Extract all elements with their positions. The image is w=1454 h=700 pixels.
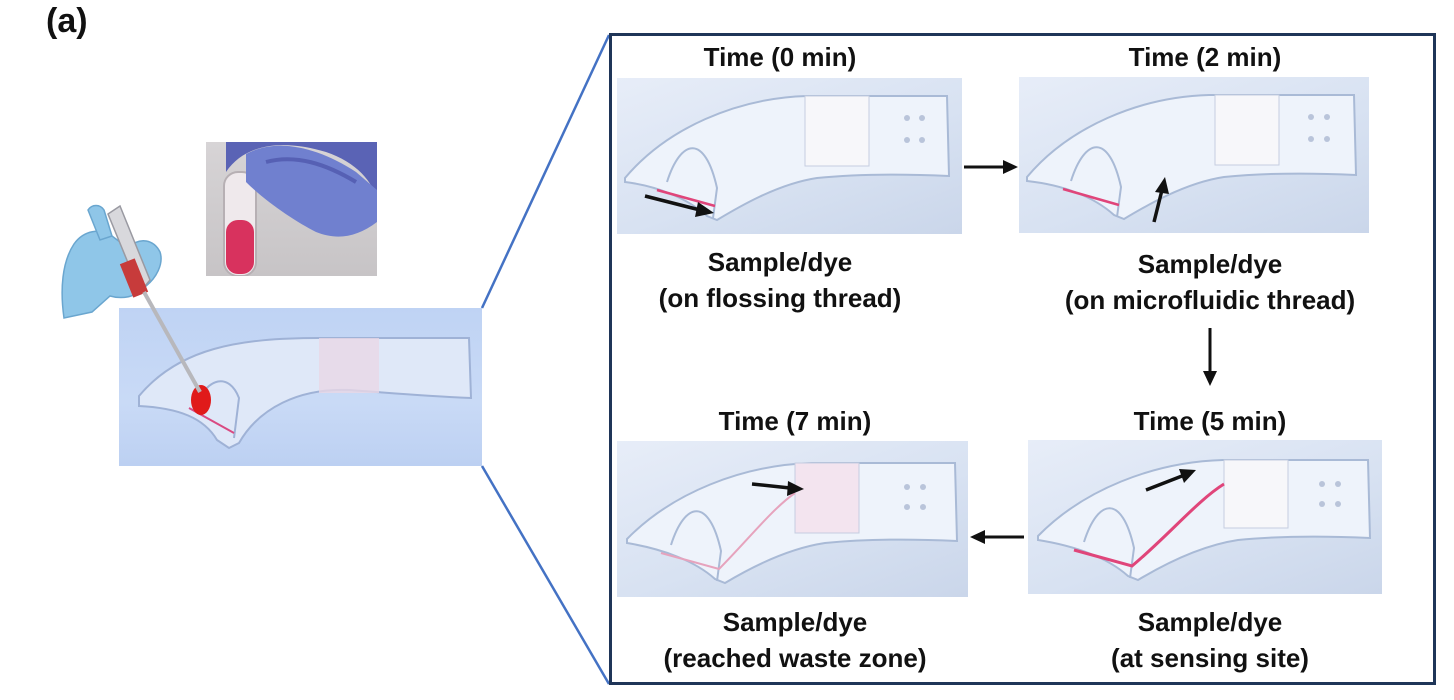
step-4-time-label: Time (7 min) [718,406,872,436]
step-3-caption-line1: Sample/dye [1137,607,1283,637]
step-4-caption-line1: Sample/dye [722,607,868,637]
zoom-frame [609,33,1436,685]
test-tube-photo [206,142,377,276]
step-3-device-photo [1028,440,1382,594]
step-4-caption: Sample/dye (reached waste zone) [630,604,960,676]
step-2-caption-line2: (on microfluidic thread) [1064,285,1356,315]
step-4-caption-line2: (reached waste zone) [663,643,927,673]
step-1-caption-line1: Sample/dye [707,247,853,277]
step-3-caption: Sample/dye (at sensing site) [1060,604,1360,676]
step-1-caption: Sample/dye (on flossing thread) [630,244,930,316]
step-2-caption: Sample/dye (on microfluidic thread) [1040,246,1380,318]
step-3-time-label: Time (5 min) [1133,406,1287,436]
panel-label: (a) [46,2,88,40]
arrow-step1-to-step2 [964,160,1018,174]
arrow-step2-to-step3 [1203,328,1217,386]
step-1-time-label: Time (0 min) [703,42,857,72]
step-1-caption-line2: (on flossing thread) [658,283,902,313]
step-2-time-label: Time (2 min) [1128,42,1282,72]
step-2-caption-line1: Sample/dye [1137,249,1283,279]
arrow-step3-to-step4 [970,530,1024,544]
step-2-device-photo [1019,77,1369,233]
device-photo-with-pipette [119,308,482,466]
step-3-caption-line2: (at sensing site) [1111,643,1309,673]
step-1-device-photo [617,78,962,234]
step-4-device-photo [617,441,968,597]
